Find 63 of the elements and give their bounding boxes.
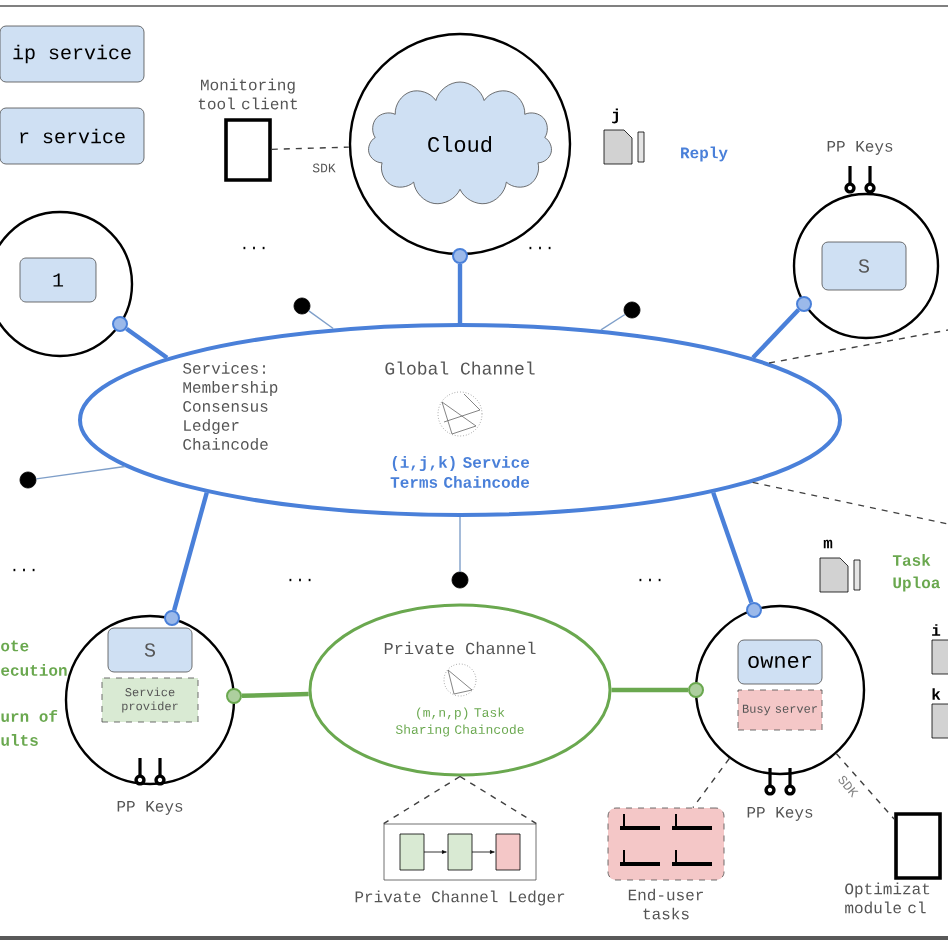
connector [172, 492, 209, 611]
box-label: 1 [53, 273, 64, 287]
ledger-label: Private Channel Ledger [355, 890, 565, 906]
channel-title: Global Channel [385, 361, 535, 375]
connector [751, 481, 948, 525]
side-note: ote [1, 640, 29, 652]
connector [692, 757, 731, 809]
keys-label: PP Keys [117, 801, 183, 815]
letter-label: m [823, 539, 833, 549]
dot [623, 301, 641, 319]
services-list: Services: Membership Consensus Ledger Chaincode [183, 362, 278, 450]
ellipsis: ... [289, 578, 311, 582]
ellipsis: ... [529, 246, 551, 250]
ellipsis: ... [13, 568, 35, 572]
connector [457, 264, 463, 323]
connector [125, 326, 169, 360]
side-note: ults [1, 734, 38, 746]
connection-dot [164, 610, 180, 626]
client-label: Optimizat module cl [845, 882, 930, 914]
connector [382, 775, 538, 825]
box-label: S [858, 259, 869, 273]
dot [451, 571, 469, 589]
task-upload-label: Uploa [893, 576, 940, 592]
side-note: urn of [1, 710, 58, 722]
letter-label: k [932, 688, 941, 700]
box-label: owner [748, 656, 812, 669]
connector [600, 313, 626, 331]
connector [459, 516, 461, 573]
connection-dot [688, 682, 704, 698]
node-circle [348, 32, 572, 256]
keys-label: PP Keys [827, 141, 893, 155]
connector [271, 146, 350, 151]
connector [611, 687, 688, 693]
connector [768, 329, 948, 364]
task-upload-label: Task [892, 554, 931, 566]
tasks-label: End-user tasks [628, 888, 703, 920]
box-label: ip service [13, 44, 131, 64]
dot [293, 297, 311, 315]
connector [835, 753, 895, 820]
letter-label: i [932, 624, 941, 636]
connection-dot [452, 248, 468, 264]
reply-label: Reply [681, 146, 728, 162]
box-label: r service [20, 128, 125, 144]
connector [308, 310, 334, 330]
connector [35, 465, 126, 480]
connection-dot [112, 316, 128, 332]
ellipsis: ... [639, 578, 661, 582]
connection-dot [796, 296, 812, 312]
side-note: ecution [1, 664, 67, 676]
box-label: S [144, 643, 155, 657]
cloud-label: Cloud [428, 135, 492, 153]
dot [19, 471, 37, 489]
client-label: Monitoring tool client [198, 78, 297, 110]
ellipsis: ... [243, 246, 265, 250]
connection-dot [226, 688, 242, 704]
chaincode-label: (i,j,k) Service Terms Chaincode [390, 456, 530, 488]
keys-label: PP Keys [747, 807, 813, 821]
channel-title: Private Channel [384, 641, 536, 655]
connector [751, 308, 801, 360]
connector [711, 491, 754, 604]
connection-dot [746, 602, 762, 618]
letter-label: j [612, 108, 618, 124]
connector [241, 691, 309, 698]
